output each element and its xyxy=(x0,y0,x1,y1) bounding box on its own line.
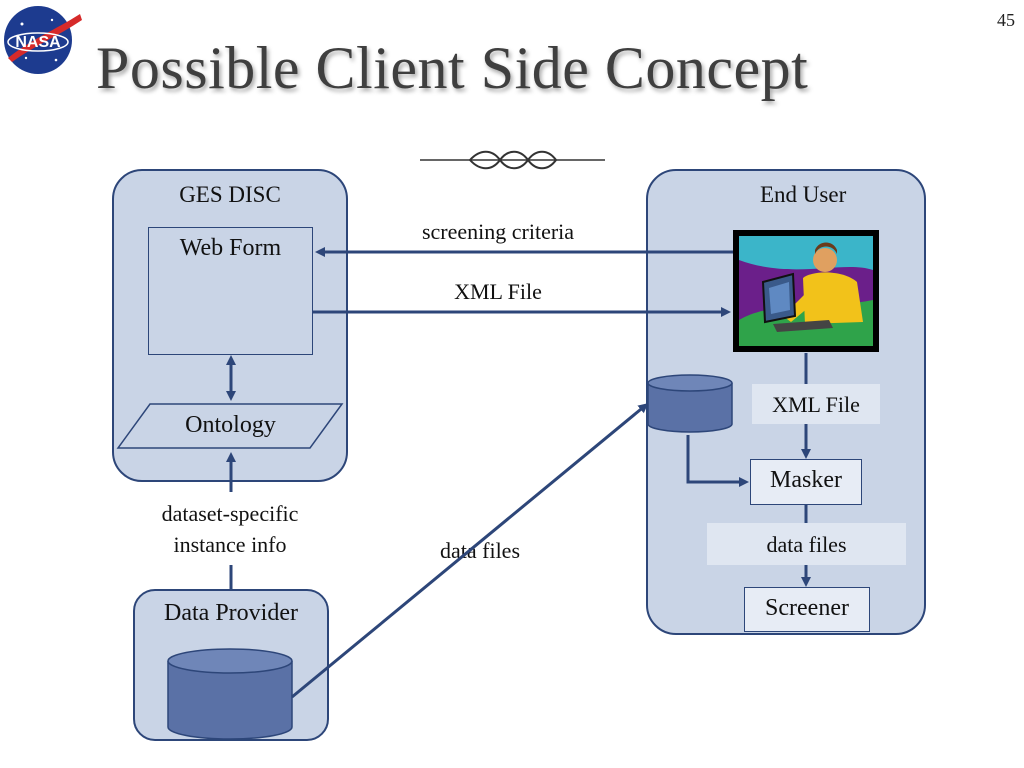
nasa-logo-text: NASA xyxy=(15,34,61,51)
nasa-logo-icon: NASA xyxy=(4,6,82,74)
masker-box[interactable] xyxy=(750,459,862,505)
data-files-flow-label: data files xyxy=(439,538,521,563)
xml-file-flow-label: XML File xyxy=(454,279,542,304)
end-user-database-icon xyxy=(647,374,733,433)
data-files-tag-label: data files xyxy=(766,532,847,557)
masker-label: Masker xyxy=(770,467,842,493)
end-user-title: End User xyxy=(760,182,847,207)
slide-title: Possible Client Side Concept xyxy=(96,35,809,101)
dataset-specific-label: dataset-specific xyxy=(161,501,299,526)
screener-label: Screener xyxy=(765,595,849,621)
web-form-label: Web Form xyxy=(179,235,282,261)
data-provider-title: Data Provider xyxy=(164,600,298,626)
ontology-label: Ontology xyxy=(185,412,276,438)
instance-info-label: instance info xyxy=(173,532,287,557)
screening-criteria-label: screening criteria xyxy=(421,219,575,244)
screener-box[interactable] xyxy=(744,587,870,632)
data-files-tag xyxy=(707,523,906,565)
decorative-flourish xyxy=(420,150,605,170)
web-form-box[interactable] xyxy=(148,227,313,355)
xml-file-tag-label: XML File xyxy=(772,392,860,417)
xml-file-tag xyxy=(752,384,880,424)
user-computer-clipart-icon xyxy=(733,230,879,352)
ges-disc-title: GES DISC xyxy=(179,182,281,207)
slide-number: 45 xyxy=(997,10,1015,30)
data-provider-database-icon xyxy=(167,648,293,740)
